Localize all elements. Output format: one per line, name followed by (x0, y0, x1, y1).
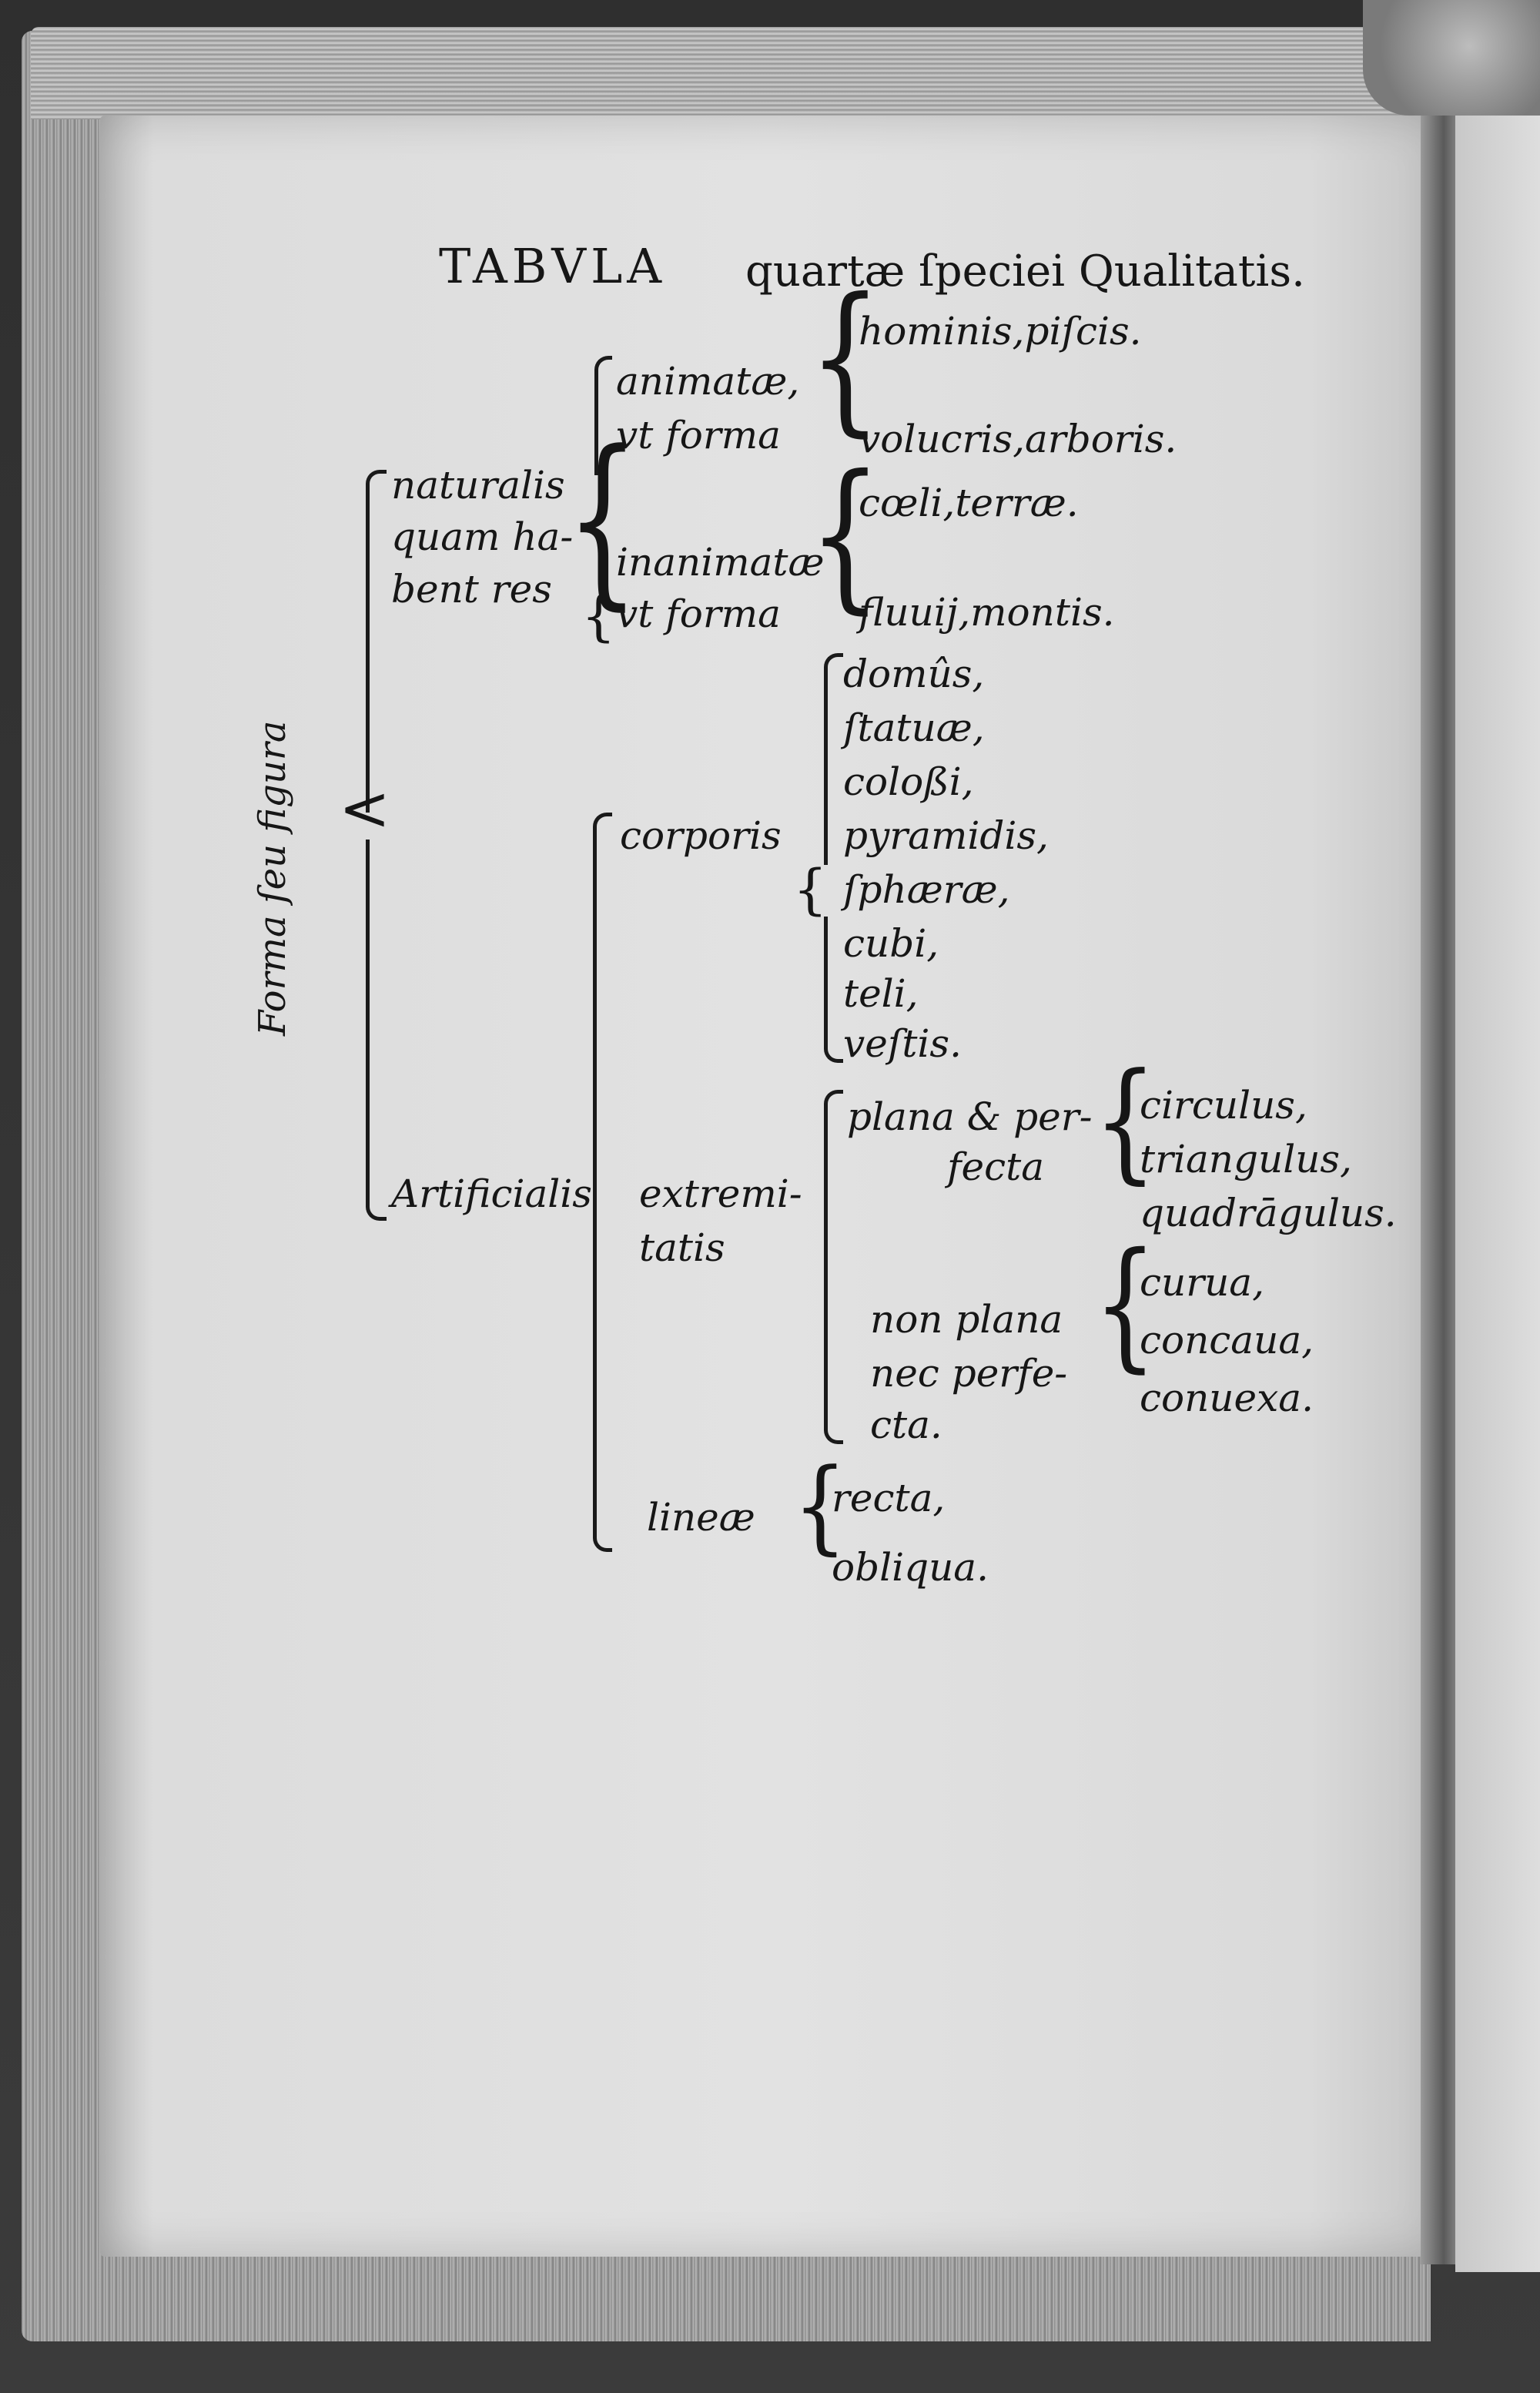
lineae-item-1: recta, (832, 1476, 946, 1520)
corporis-item-1: domûs, (843, 652, 985, 696)
naturalis-brace: { (566, 412, 640, 628)
animatae-item-2: volucris,arboris. (859, 417, 1177, 461)
root-bracket-lower (366, 840, 387, 1221)
animatae-label-2: vt forma (616, 413, 781, 457)
plana-item-1: circulus, (1140, 1083, 1307, 1128)
corner-cloth (1363, 0, 1540, 116)
plana-brace: { (1093, 1044, 1157, 1197)
non-plana-item-3: conuexa. (1140, 1376, 1314, 1420)
artificialis-bracket (593, 813, 612, 1552)
corporis-bracket-lower (824, 917, 843, 1063)
corporis-item-6: cubi, (843, 921, 939, 966)
root-brace-point: < (339, 773, 391, 844)
corporis-bracket-upper (824, 653, 843, 865)
naturalis-label-1: naturalis (391, 463, 565, 508)
root-label: Forma ſeu figura (251, 720, 294, 1036)
corporis-item-4: pyramidis, (843, 813, 1049, 858)
inanimatae-label-1: inanimatæ (616, 540, 825, 585)
non-plana-label-1: non plana (870, 1297, 1063, 1342)
non-plana-item-1: curua, (1140, 1260, 1265, 1305)
naturalis-label-3: bent res (391, 567, 552, 612)
extremitatis-bracket (824, 1090, 843, 1444)
inanimatae-item-1: cœli,terræ. (859, 481, 1079, 525)
naturalis-label-2: quam ha- (391, 514, 574, 559)
plana-item-3: quadrāgulus. (1140, 1191, 1397, 1235)
page-title: TABVLA (439, 238, 667, 294)
inanimatae-small-brace: { (581, 585, 616, 648)
lineae-label: lineæ (647, 1495, 755, 1540)
corporis-item-3: coloßi, (843, 759, 974, 804)
plana-label-1: plana & per- (847, 1094, 1093, 1139)
corporis-item-2: ſtatuæ, (843, 705, 985, 750)
lineae-brace: { (793, 1446, 847, 1565)
book-gutter (1421, 116, 1459, 2264)
non-plana-label-3: cta. (870, 1403, 942, 1447)
plana-label-2: fecta (947, 1145, 1045, 1189)
page-top-edge (31, 27, 1417, 119)
extremitatis-label-2: tatis (639, 1225, 725, 1270)
animatae-label-1: animatæ, (616, 359, 800, 404)
inanimatae-label-2: vt forma (616, 592, 781, 636)
corporis-brace-point: { (793, 858, 828, 921)
non-plana-label-2: nec perfe- (870, 1351, 1068, 1396)
non-plana-item-2: concaua, (1140, 1318, 1314, 1362)
artificialis-label: Artificialis (391, 1171, 592, 1216)
corporis-item-5: ſphæræ, (843, 867, 1010, 912)
inanimatae-item-2: fluuij,montis. (859, 590, 1115, 635)
non-plana-brace: { (1093, 1222, 1157, 1386)
inanimatae-brace: { (808, 441, 882, 629)
corporis-item-8: veſtis. (843, 1021, 962, 1066)
lineae-item-2: obliqua. (832, 1545, 989, 1590)
corporis-label: corporis (620, 813, 782, 858)
corporis-item-7: teli, (843, 971, 919, 1016)
left-page (100, 116, 1444, 2257)
root-bracket-upper (366, 470, 387, 813)
right-page-edge (1455, 116, 1540, 2272)
animatae-brace: { (808, 264, 882, 452)
page-subtitle: quartæ ſpeciei Qualitatis. (745, 246, 1305, 297)
animatae-bracket (594, 356, 612, 475)
extremitatis-label-1: extremi- (639, 1171, 802, 1216)
animatae-item-1: hominis,piſcis. (859, 309, 1142, 354)
plana-item-2: triangulus, (1140, 1137, 1352, 1181)
